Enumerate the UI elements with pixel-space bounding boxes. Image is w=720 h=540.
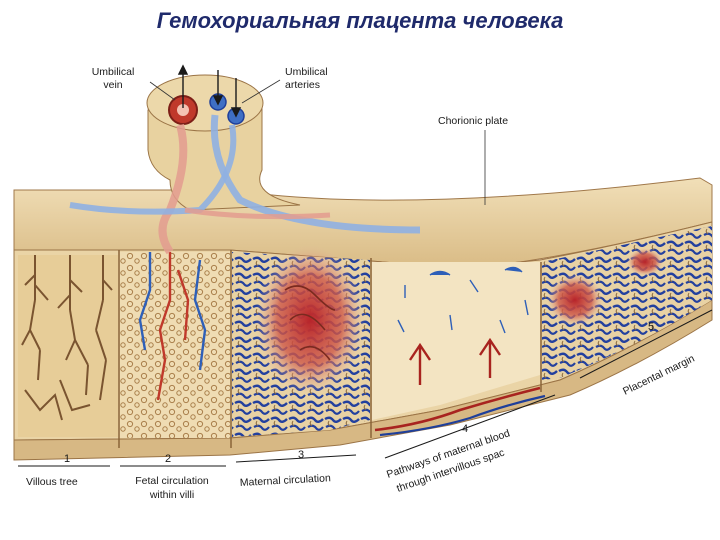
section-number-3: 3 <box>298 449 304 461</box>
section-caption-2a: Fetal circulation <box>135 475 209 487</box>
section-caption-3: Maternal circulation <box>240 472 332 489</box>
maternal-circulation-section <box>232 245 370 437</box>
section-number-4: 4 <box>462 423 468 435</box>
section-caption-2b: within villi <box>149 489 194 501</box>
villous-tree-section <box>18 255 118 437</box>
section-caption-1: Villous tree <box>26 476 78 488</box>
fetal-circulation-section <box>120 252 230 438</box>
umbilical-vein-label-2: vein <box>103 79 122 91</box>
umbilical-arteries-label-1: Umbilical <box>285 66 328 78</box>
chorionic-plate-label: Chorionic plate <box>438 115 508 127</box>
section-number-5: 5 <box>648 321 654 333</box>
umbilical-vein-label-1: Umbilical <box>92 66 135 78</box>
section-number-2: 2 <box>165 453 171 465</box>
umbilical-arteries-label-2: arteries <box>285 79 320 91</box>
section-number-1: 1 <box>64 453 70 465</box>
